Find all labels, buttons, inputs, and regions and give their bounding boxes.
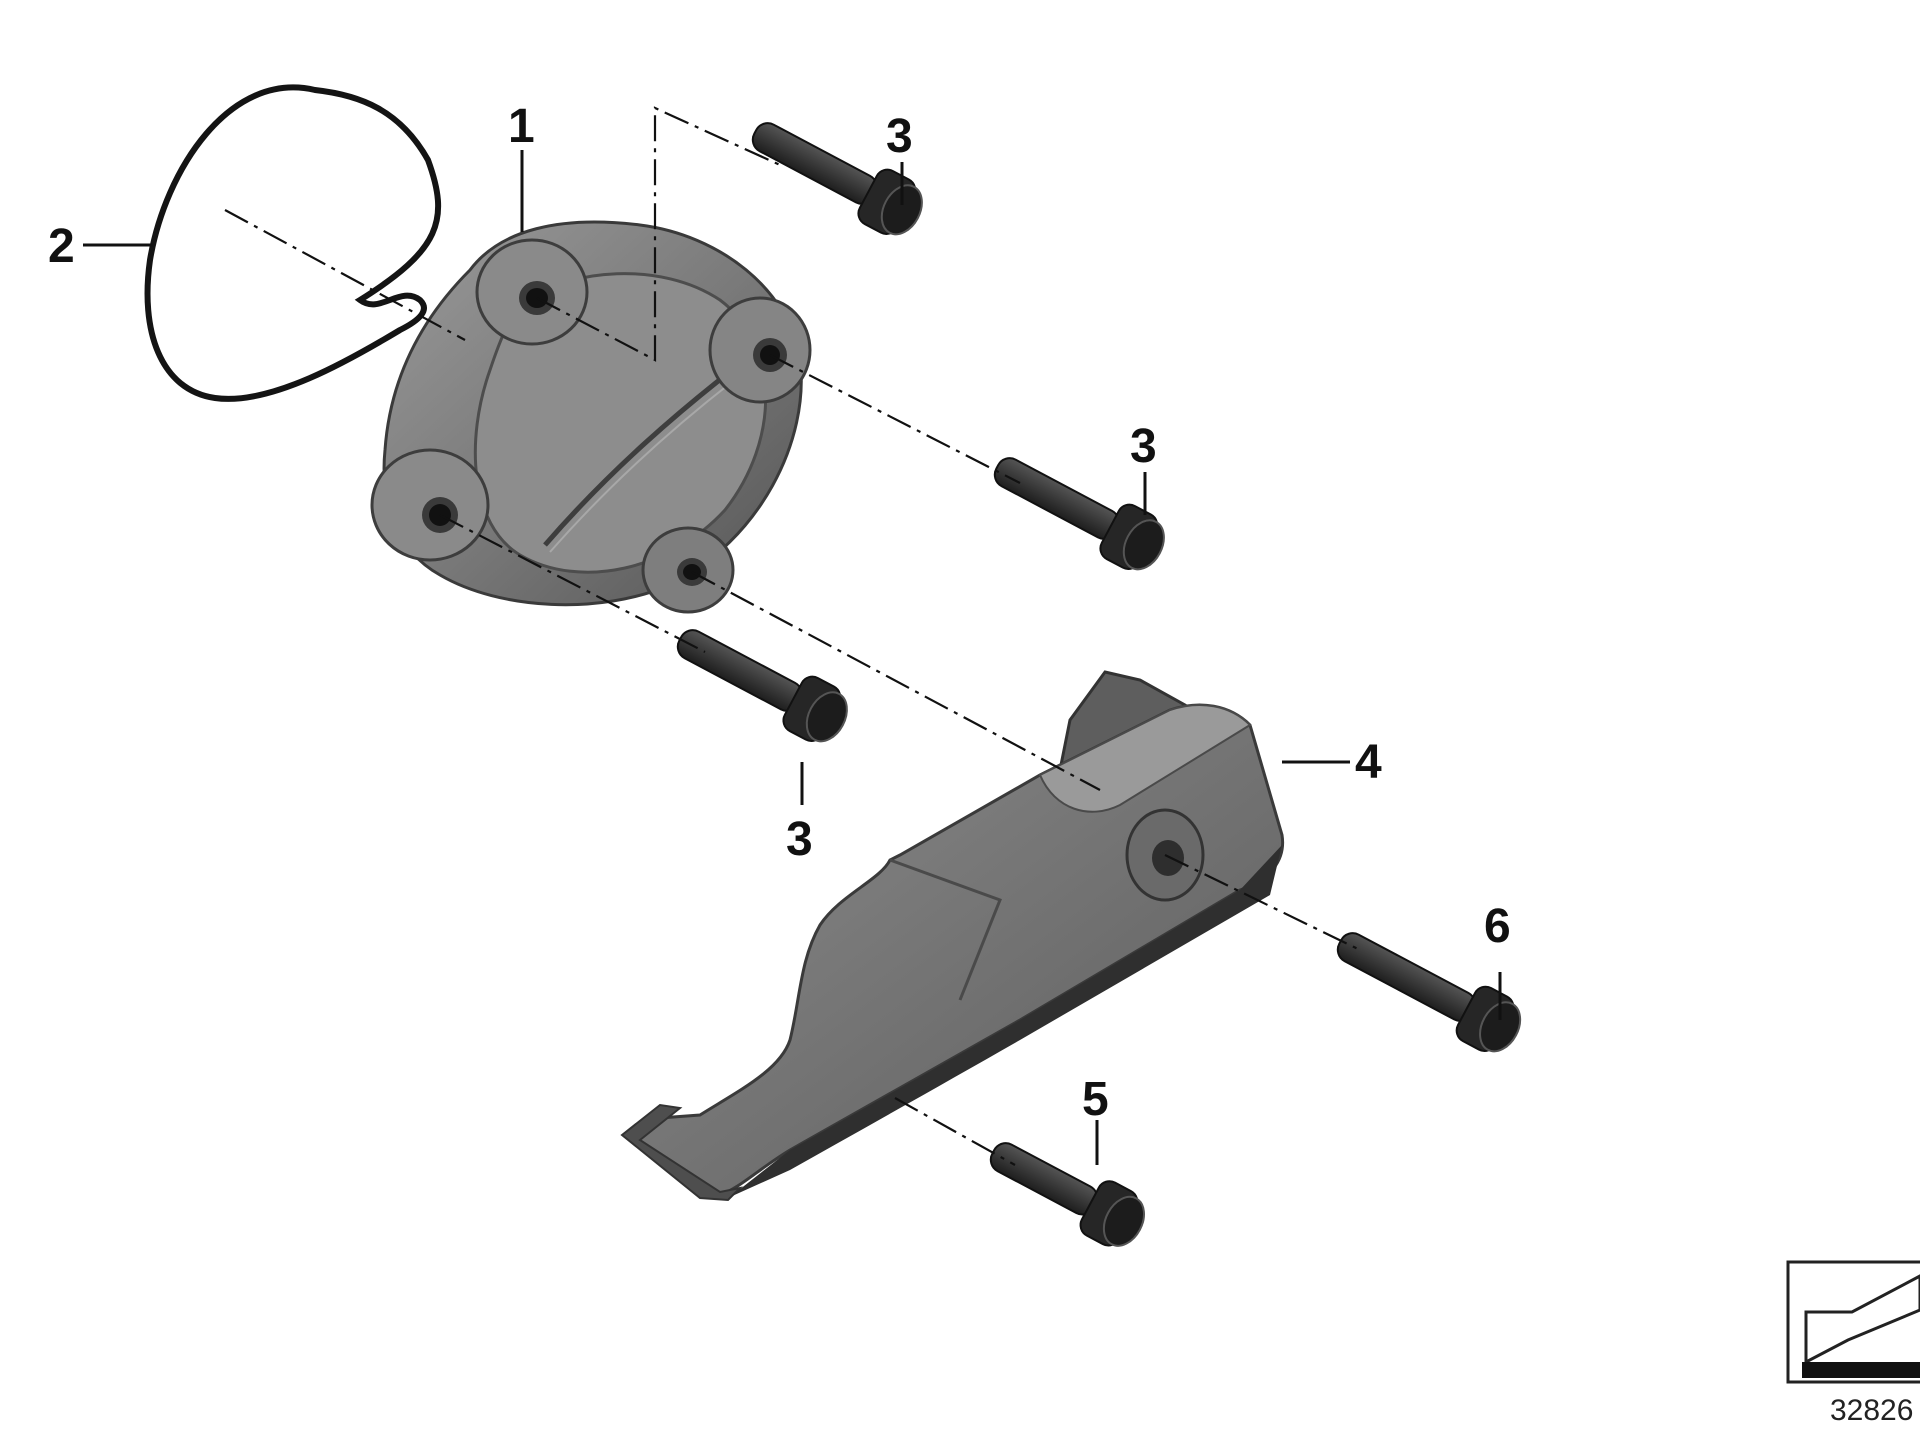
callout-seal-ring: 2 (48, 220, 75, 273)
cover-boss (370, 448, 490, 562)
document-number: 32826 (1830, 1394, 1913, 1427)
callout-bolt-lower: 3 (786, 813, 813, 866)
leader-lines (83, 150, 1502, 1165)
callout-bolt-top: 3 (886, 110, 913, 163)
cover-boss (708, 296, 812, 404)
callout-bolt-bracket: 6 (1484, 900, 1511, 953)
document-stamp: 32826 (1786, 1260, 1920, 1427)
callout-cover: 1 (508, 100, 535, 153)
cover-boss (641, 526, 735, 614)
bolt-lower-part (676, 629, 848, 743)
bolt-right-part (993, 457, 1165, 571)
cover-part (370, 220, 812, 614)
bracket-part (620, 670, 1285, 1202)
callout-bracket: 4 (1355, 736, 1382, 789)
callout-bolt-right: 3 (1130, 420, 1157, 473)
seal-ring-part (144, 84, 442, 402)
cover-boss (475, 238, 589, 346)
callout-bolt-bottom: 5 (1082, 1073, 1109, 1126)
bolt-top-part (751, 122, 923, 236)
assembly-centerlines (224, 106, 1361, 1166)
bolt-bottom-part (989, 1142, 1145, 1247)
